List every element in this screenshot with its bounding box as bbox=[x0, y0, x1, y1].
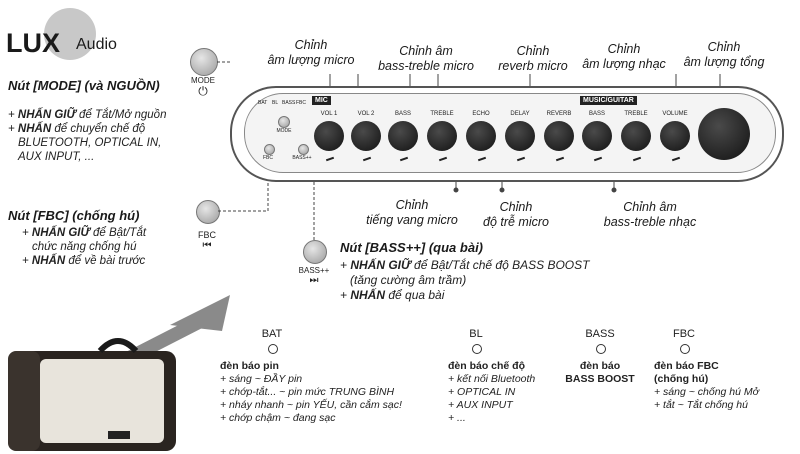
bass-plus-button[interactable] bbox=[303, 240, 327, 264]
indicator-fbc-label: FBC bbox=[673, 328, 695, 340]
indicator-fbc-led bbox=[680, 344, 690, 354]
logo-sub: Audio bbox=[76, 36, 117, 53]
knob-label-reverb: REVERB bbox=[546, 111, 572, 117]
indicator-bass-label: BASS bbox=[585, 328, 615, 340]
knob-label-vol1: VOL 1 bbox=[320, 111, 338, 117]
knob-label-music-treble: TREBLE bbox=[624, 111, 648, 117]
prev-track-icon: ⏮ bbox=[202, 240, 212, 251]
panel-mode-label: MODE bbox=[276, 128, 292, 134]
knob-label-echo: ECHO bbox=[472, 111, 490, 117]
panel-fbc-button[interactable] bbox=[264, 144, 275, 155]
fbc-button[interactable] bbox=[196, 200, 220, 224]
speaker-handle bbox=[97, 338, 139, 354]
knob-label-music-bass: BASS bbox=[588, 111, 605, 117]
led-label-fbc: FBC bbox=[296, 100, 306, 106]
indicator-fbc-desc: đèn báo FBC (chống hú) + sáng ~ chống hú… bbox=[654, 360, 759, 411]
speaker-side bbox=[8, 351, 40, 451]
led-label-bat: BAT bbox=[258, 100, 268, 106]
panel-mode-button[interactable] bbox=[278, 116, 290, 128]
led-label-bl: BL bbox=[272, 100, 279, 106]
indicator-bass-led bbox=[596, 344, 606, 354]
speaker-badge bbox=[108, 431, 130, 439]
mic-section-label: MIC bbox=[312, 96, 331, 105]
speaker-illustration bbox=[8, 295, 230, 451]
bass-desc: + NHẤN GIỮ để Bật/Tắt chế độ BASS BOOST … bbox=[340, 258, 590, 302]
knob-vol1[interactable] bbox=[314, 121, 344, 151]
led-label-bass: BASS bbox=[282, 100, 296, 106]
indicator-bl-label: BL bbox=[469, 328, 483, 340]
knob-vol2[interactable] bbox=[351, 121, 381, 151]
knob-master-volume[interactable] bbox=[698, 108, 750, 160]
indicator-bl-led bbox=[472, 344, 482, 354]
music-section-label: MUSIC/GUITAR bbox=[580, 96, 637, 105]
indicator-bass-desc: đèn báo BASS BOOST bbox=[565, 360, 635, 385]
knob-music-bass[interactable] bbox=[582, 121, 612, 151]
knob-mic-bass[interactable] bbox=[388, 121, 418, 151]
logo-circle bbox=[44, 8, 96, 60]
bass-title: Nút [BASS++] (qua bài) bbox=[340, 240, 484, 255]
knob-label-volume: VOLUME bbox=[662, 111, 688, 117]
fbc-button-label: FBC bbox=[198, 230, 216, 240]
knob-music-treble[interactable] bbox=[621, 121, 651, 151]
knob-reverb[interactable] bbox=[544, 121, 574, 151]
panel-bass-label: BASS++ bbox=[292, 155, 312, 161]
speaker-front bbox=[40, 359, 164, 443]
fbc-title: Nút [FBC] (chống hú) bbox=[8, 208, 140, 223]
indicator-bl-desc: đèn báo chế độ + kết nối Bluetooth + OPT… bbox=[448, 360, 536, 424]
next-track-icon: ⏭ bbox=[309, 275, 319, 286]
mode-title: Nút [MODE] (và NGUỒN) bbox=[8, 78, 160, 93]
panel-bass-button[interactable] bbox=[298, 144, 309, 155]
logo-text: LUX bbox=[6, 28, 60, 58]
power-icon: ⏻ bbox=[198, 84, 208, 98]
fbc-desc: + NHẤN GIỮ để Bật/Tắt chức năng chống hú… bbox=[22, 227, 147, 267]
mode-desc: + NHẤN GIỮ để Tắt/Mở nguồn + NHẤN để chu… bbox=[8, 109, 167, 163]
knob-echo[interactable] bbox=[466, 121, 496, 151]
indicator-bat-label: BAT bbox=[261, 328, 283, 340]
knob-label-mic-treble: TREBLE bbox=[430, 111, 454, 117]
knob-label-delay: DELAY bbox=[510, 111, 530, 117]
knob-mic-treble[interactable] bbox=[427, 121, 457, 151]
knob-label-vol2: VOL 2 bbox=[357, 111, 375, 117]
indicator-bat-led bbox=[268, 344, 278, 354]
knob-label-mic-bass: BASS bbox=[394, 111, 411, 117]
knob-music-volume[interactable] bbox=[660, 121, 690, 151]
panel-fbc-label: FBC bbox=[263, 155, 273, 161]
knob-delay[interactable] bbox=[505, 121, 535, 151]
indicator-bat-desc: đèn báo pin + sáng ~ ĐẦY pin + chớp-tắt.… bbox=[220, 360, 402, 424]
bass-plus-button-label: BASS++ bbox=[298, 266, 330, 275]
mode-button-label: MODE bbox=[191, 76, 215, 85]
